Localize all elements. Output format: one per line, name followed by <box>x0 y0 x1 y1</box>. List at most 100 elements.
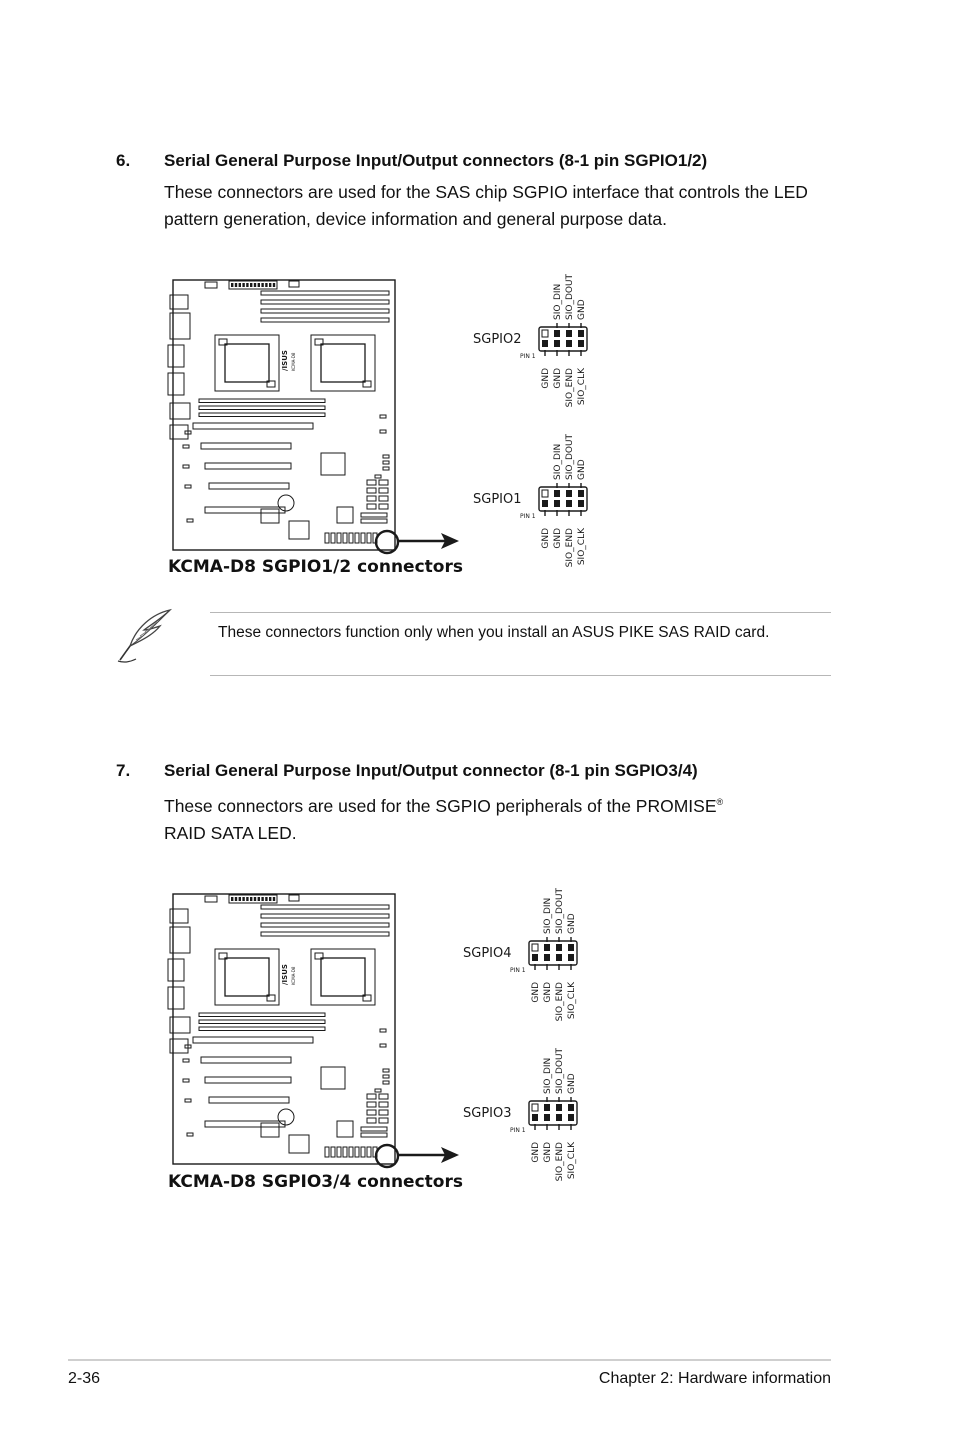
power-pin <box>265 897 268 901</box>
smd-component <box>182 464 190 469</box>
chip <box>288 520 310 540</box>
pin <box>554 490 560 497</box>
smd-component <box>182 1058 190 1063</box>
pin <box>544 954 550 961</box>
smd-component <box>382 466 390 471</box>
cpu-socket-core <box>320 957 366 997</box>
chip <box>260 508 280 524</box>
pin-header-body <box>528 940 578 966</box>
bottom-header <box>348 532 354 544</box>
chip <box>260 1122 280 1138</box>
pin-label-top: SIO_DIN <box>543 1058 553 1094</box>
rear-port <box>169 1016 191 1034</box>
board-group <box>167 279 459 555</box>
smd-component <box>379 1043 387 1048</box>
pcie-slot <box>200 442 292 450</box>
atx-power-connector <box>228 894 278 904</box>
pin <box>532 1114 538 1121</box>
power-pin <box>238 897 241 901</box>
pin <box>566 500 572 507</box>
pin-header-body <box>528 1100 578 1126</box>
pin-label-top: SIO_DIN <box>553 444 563 480</box>
pin-label-top: GND <box>577 459 587 480</box>
pin-label-top: SIO_DIN <box>553 284 563 320</box>
section-6-number: 6. <box>116 151 131 170</box>
power-pin <box>272 283 276 287</box>
sgpio-label: SGPIO1 <box>473 492 522 507</box>
dimm-slot <box>260 317 390 323</box>
board-outline <box>172 279 396 551</box>
pin-label-bottom: GND <box>541 528 551 549</box>
pin <box>568 954 574 961</box>
cmos-battery <box>277 494 295 512</box>
sata-connector <box>366 1101 377 1108</box>
rear-port <box>167 344 185 368</box>
board-outline <box>172 893 396 1165</box>
sgpio-label: SGPIO4 <box>463 946 512 961</box>
front-panel-header <box>360 1132 388 1138</box>
power-pin <box>231 283 234 287</box>
sata-connector <box>378 1117 389 1124</box>
dimm-slot <box>260 931 390 937</box>
cpu-socket <box>214 334 280 392</box>
pin-label-top: SIO_DOUT <box>565 273 575 320</box>
pin-label-bottom: GND <box>531 1142 541 1163</box>
pin <box>556 1104 562 1111</box>
pin-label-top: SIO_DOUT <box>555 887 565 934</box>
pin <box>532 954 538 961</box>
sata-connector <box>378 479 389 486</box>
bottom-header <box>330 532 336 544</box>
board-model-mark: KCMA-D8 <box>291 352 296 371</box>
pcie-slot <box>208 1096 290 1104</box>
sata-connector <box>366 503 377 510</box>
sata-connector <box>366 479 377 486</box>
pointer-arrow-head <box>441 1147 459 1163</box>
dimm-slot <box>198 1026 326 1031</box>
chipset <box>320 452 346 476</box>
pin <box>542 500 548 507</box>
pin1-label: PIN 1 <box>510 1127 526 1134</box>
smd-component <box>379 1028 387 1033</box>
smd-component <box>379 429 387 434</box>
pin <box>554 340 560 347</box>
pin <box>578 340 584 347</box>
pin1-label: PIN 1 <box>520 513 536 520</box>
pin <box>568 944 574 951</box>
bottom-header <box>330 1146 336 1158</box>
pin-label-bottom: SIO_CLK <box>567 981 577 1019</box>
section-6-heading: 6. Serial General Purpose Input/Output c… <box>116 150 836 172</box>
dimm-slot <box>198 1019 326 1024</box>
bottom-header <box>336 532 342 544</box>
section-6-body: These connectors are used for the SAS ch… <box>164 182 808 229</box>
small-header <box>204 281 218 289</box>
dimm-slot <box>260 299 390 305</box>
section-7-heading: 7. Serial General Purpose Input/Output c… <box>116 760 836 782</box>
sgpio-label: SGPIO3 <box>463 1106 512 1121</box>
socket-latch <box>266 994 276 1002</box>
sata-connector <box>378 1093 389 1100</box>
socket-latch <box>266 380 276 388</box>
section-7-body: These connectors are used for the SGPIO … <box>164 789 824 847</box>
socket-latch <box>218 338 228 346</box>
pcie-slot <box>204 506 286 514</box>
pin <box>556 944 562 951</box>
smd-component <box>184 430 192 435</box>
atx-power-connector <box>228 280 278 290</box>
cpu-socket <box>310 948 376 1006</box>
pin-label-bottom: GND <box>543 1142 553 1163</box>
power-pin <box>265 283 268 287</box>
bottom-header <box>324 1146 330 1158</box>
dimm-slot <box>260 922 390 928</box>
power-pin <box>257 283 260 287</box>
sata-connector <box>366 1109 377 1116</box>
footer-rule <box>68 1359 831 1361</box>
rear-port <box>169 926 191 954</box>
rear-port <box>167 372 185 396</box>
pcie-slot <box>208 482 290 490</box>
